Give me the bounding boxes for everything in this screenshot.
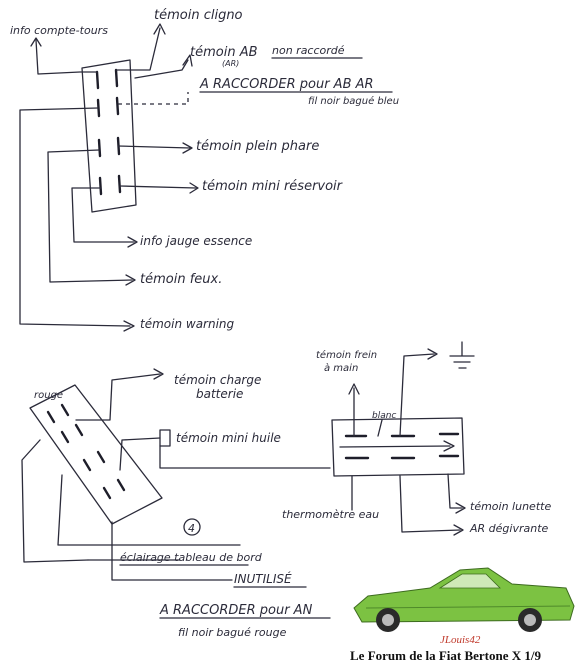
- bottom-left-connector: rouge: [29, 384, 163, 525]
- label-not-connected: non raccordé: [272, 44, 345, 57]
- top-labels: info compte-tours témoin cligno témoin A…: [10, 8, 399, 331]
- label-red: rouge: [34, 390, 63, 401]
- label-connect-an: A RACCORDER pour AN: [159, 603, 313, 618]
- label-unused: INUTILISÉ: [234, 571, 292, 586]
- label-blue-wire: fil noir bagué bleu: [308, 95, 399, 107]
- label-circle-number: 4: [188, 522, 195, 535]
- label-low-fuel: témoin mini réservoir: [202, 179, 344, 194]
- bottom-left-labels: témoin charge batterie témoin mini huile…: [119, 373, 331, 639]
- bottom-left-wires: [21, 368, 331, 581]
- label-fuel-gauge: info jauge essence: [140, 234, 252, 248]
- label-water-temp: thermomètre eau: [282, 508, 379, 521]
- label-terminal-white: blanc: [372, 411, 396, 421]
- label-rear-window: témoin lunette: [470, 500, 551, 513]
- label-dashboard-lighting: éclairage tableau de bord: [120, 551, 263, 564]
- label-hazard: témoin warning: [140, 317, 235, 331]
- footer-author: JLouis42: [440, 634, 481, 646]
- label-handbrake-2: à main: [324, 362, 358, 374]
- label-connect-ab-ar: A RACCORDER pour AB AR: [199, 77, 374, 92]
- bottom-right-connector: [331, 417, 465, 477]
- label-full-tank: témoin plein phare: [196, 139, 319, 154]
- label-lights: témoin feux.: [140, 272, 222, 287]
- car-illustration: [353, 567, 575, 632]
- label-info-tachometer: info compte-tours: [10, 24, 108, 37]
- bottom-right-wires: [348, 341, 475, 536]
- label-turn-signal: témoin cligno: [154, 8, 243, 23]
- label-rear-window-2: AR dégivrante: [469, 522, 549, 535]
- label-high-beam-sub: (AR): [222, 59, 239, 68]
- label-oil-min: témoin mini huile: [176, 431, 281, 445]
- label-red-wire: fil noir bagué rouge: [178, 626, 287, 639]
- top-connector: [81, 59, 137, 213]
- top-wires: [19, 23, 199, 332]
- footer-forum-title: Le Forum de la Fiat Bertone X 1/9: [350, 648, 541, 663]
- label-battery-charge: témoin charge: [174, 373, 261, 387]
- forum-logo: JLouis42 Le Forum de la Fiat Bertone X 1…: [350, 567, 575, 663]
- label-battery-charge-2: batterie: [196, 387, 243, 401]
- bottom-right-labels: témoin frein à main blanc thermomètre ea…: [282, 349, 551, 535]
- label-handbrake: témoin frein: [316, 349, 377, 361]
- label-high-beam: témoin AB: [190, 45, 258, 60]
